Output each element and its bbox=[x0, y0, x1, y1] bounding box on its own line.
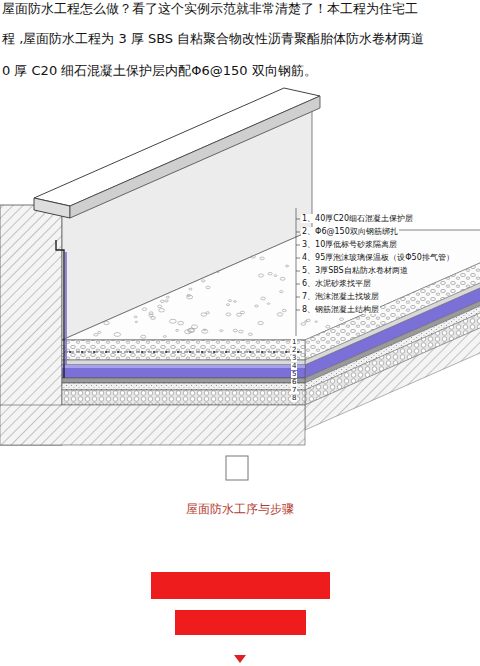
callout-number: 6 bbox=[291, 379, 297, 386]
layer-label: 1、40厚C20细石混凝土保护层 bbox=[301, 214, 414, 223]
red-bar bbox=[175, 610, 306, 635]
layer-label: 2、Φ6@150双向钢筋绑扎 bbox=[301, 227, 399, 236]
layer-label: 3、10厚低标号砂浆隔离层 bbox=[301, 240, 398, 249]
layer-label: 5、3厚SBS自粘防水卷材两道 bbox=[301, 266, 409, 275]
callout-number: 5 bbox=[291, 371, 297, 378]
image-placeholder bbox=[226, 456, 248, 480]
intro-text: 屋面防水工程怎么做？看了这个实例示范就非常清楚了！本工程为住宅工 bbox=[2, 2, 418, 17]
layer-label: 6、水泥砂浆找平层 bbox=[301, 279, 372, 288]
callout-number: 7 bbox=[291, 387, 297, 394]
red-bar bbox=[151, 572, 330, 599]
layer-label: 8、钢筋混凝土结构层 bbox=[301, 305, 380, 314]
callout-number: 3 bbox=[291, 355, 297, 362]
intro-text: 0 厚 C20 细石混凝土保护层内配Φ6@150 双向钢筋。 bbox=[2, 64, 317, 79]
layer-label: 7、泡沫混凝土找坡层 bbox=[301, 292, 380, 301]
callout-number: 1 bbox=[291, 339, 297, 346]
callout-number: 4 bbox=[291, 363, 297, 370]
down-triangle bbox=[234, 655, 246, 663]
layer-label: 4、95厚泡沫玻璃保温板（设Φ50排气管） bbox=[301, 253, 455, 262]
intro-text: 程 ,屋面防水工程为 3 厚 SBS 自粘聚合物改性沥青聚酯胎体防水卷材两道 bbox=[2, 32, 424, 47]
callout-number: 8 bbox=[291, 395, 297, 402]
callout-number: 2 bbox=[291, 347, 297, 354]
caption: 屋面防水工序与步骤 bbox=[0, 501, 480, 518]
